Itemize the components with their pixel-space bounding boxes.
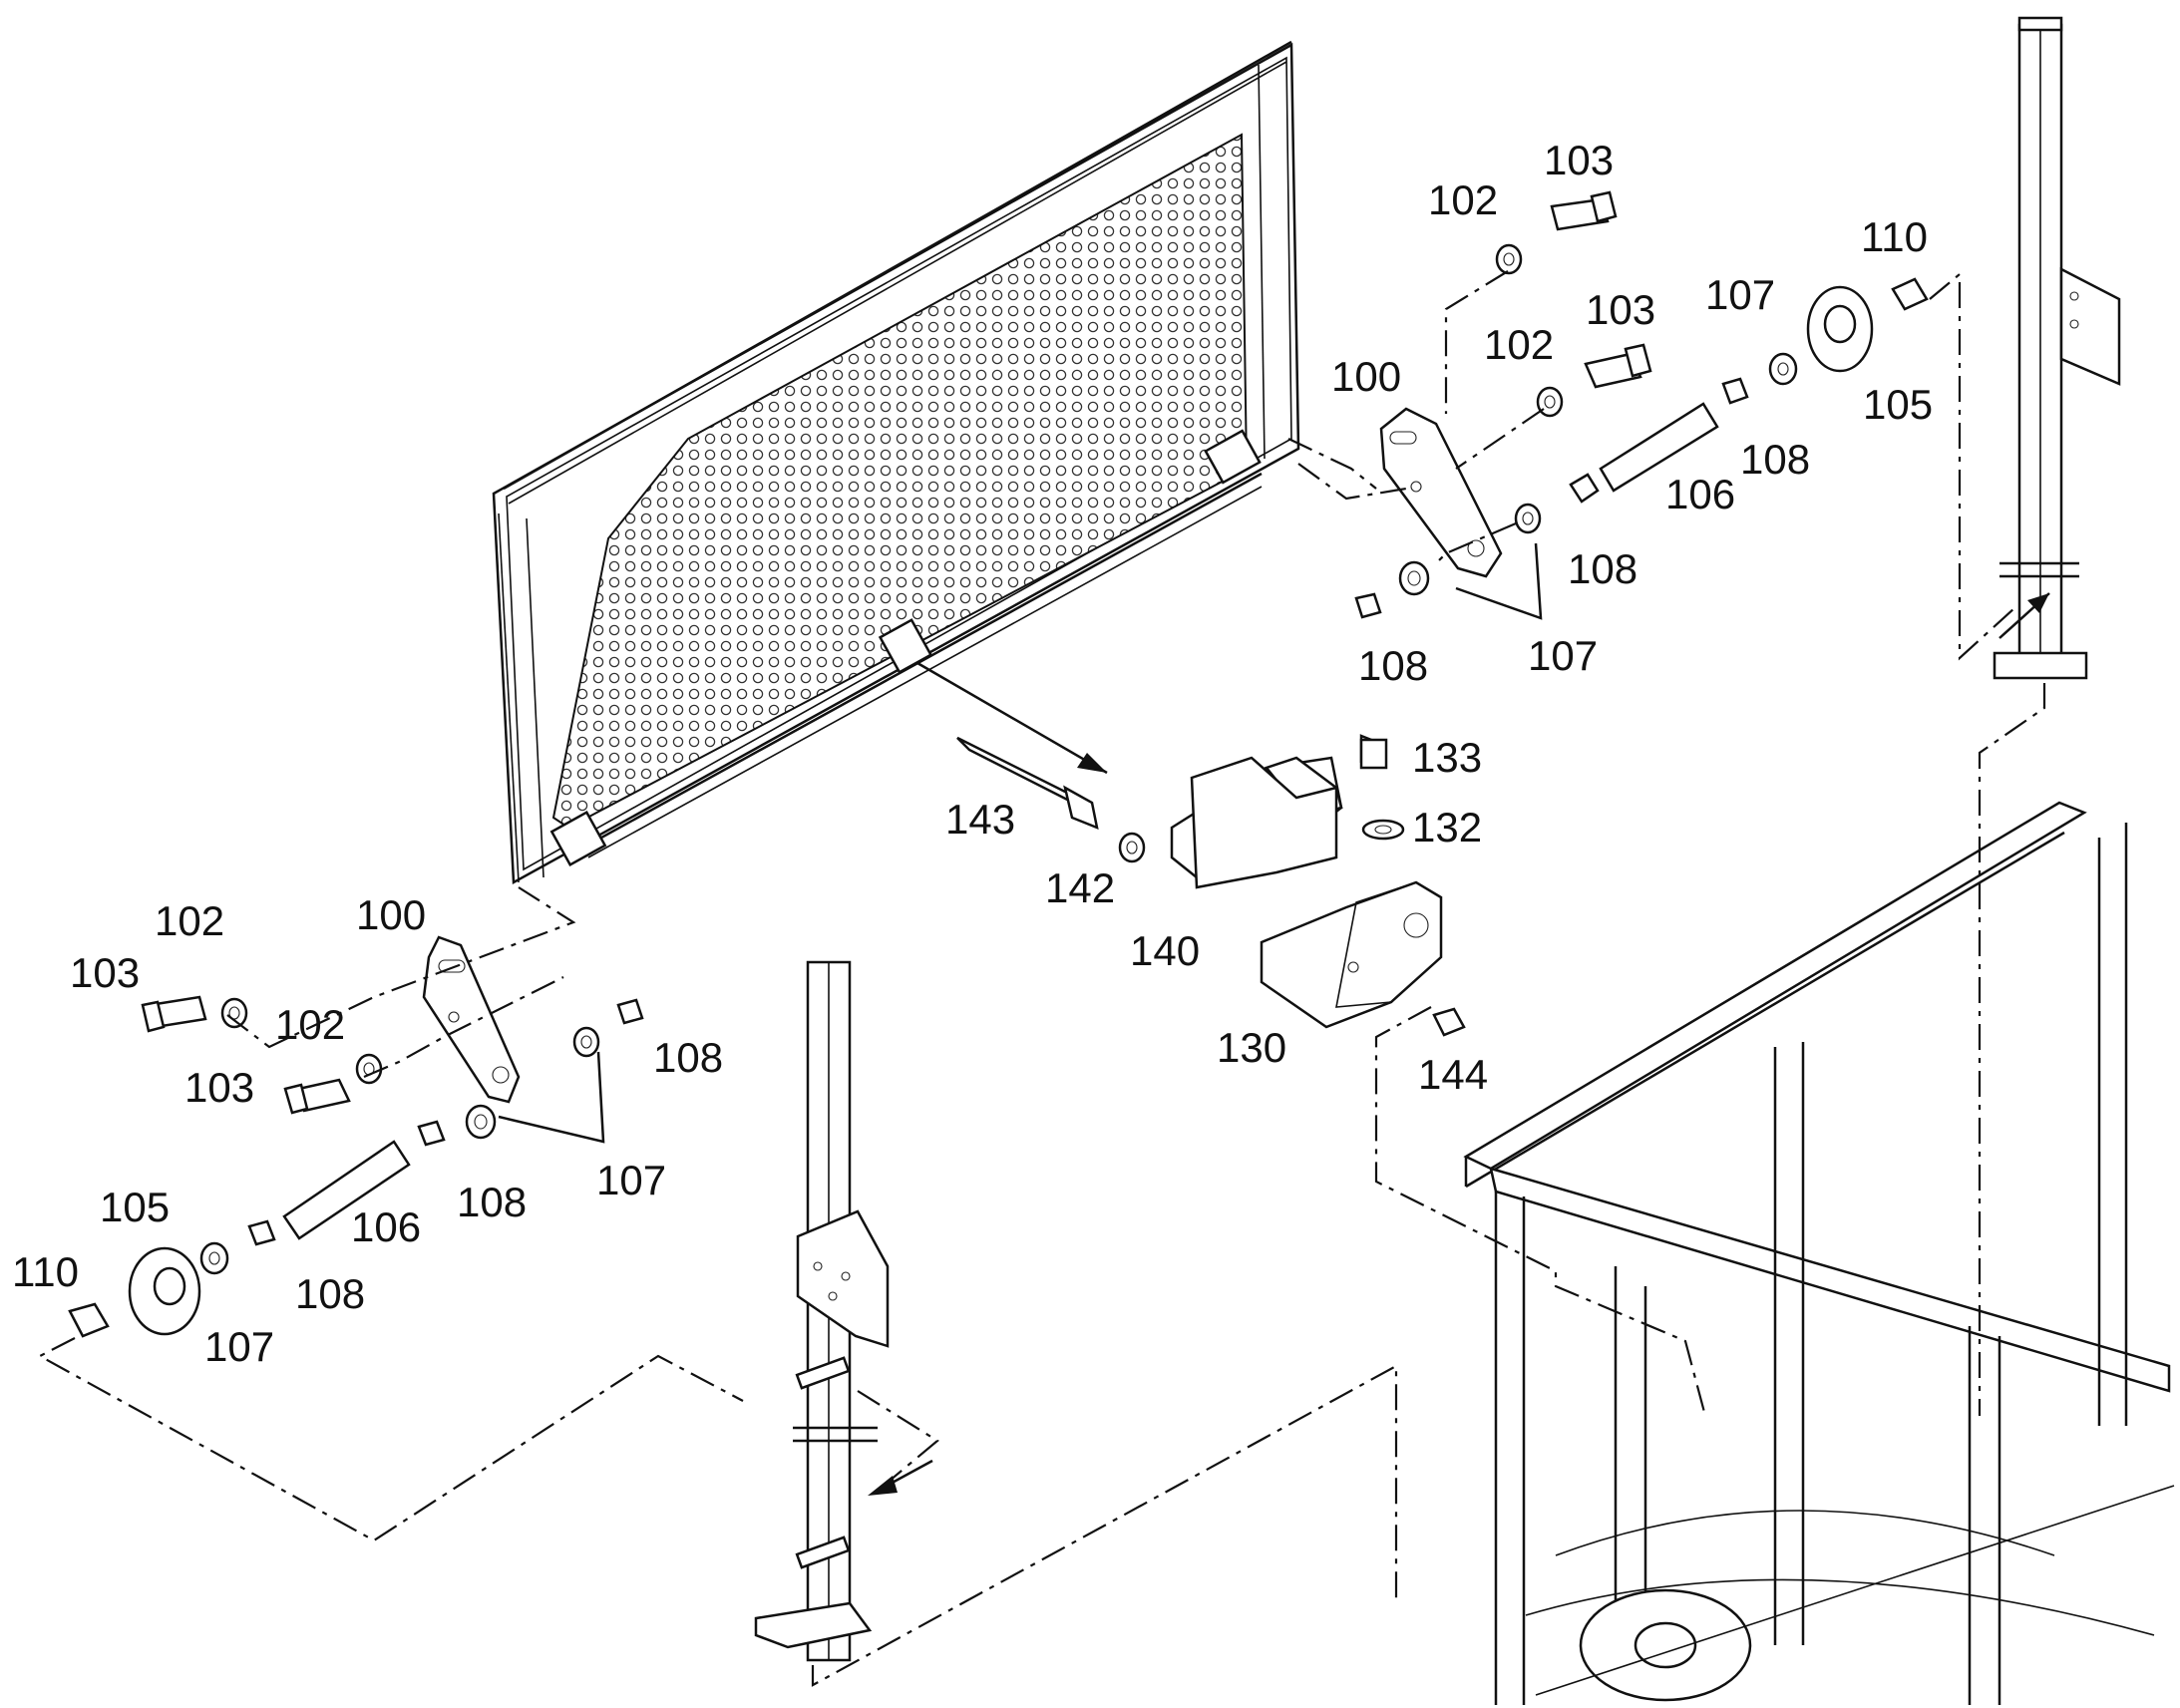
label-107: 107	[204, 1323, 274, 1370]
leader-lines	[37, 270, 2050, 1687]
label-107: 107	[596, 1157, 666, 1203]
center-bracket-group	[956, 734, 1466, 1037]
label-103: 103	[184, 1064, 254, 1111]
part-number-labels: 102 103 102 103 100 110 107 105 108 106 …	[12, 137, 1933, 1370]
label-107: 107	[1528, 632, 1598, 679]
label-142: 142	[1045, 864, 1115, 911]
label-106: 106	[351, 1203, 421, 1250]
label-105: 105	[1863, 381, 1933, 428]
label-103: 103	[70, 949, 140, 996]
machine-frame	[1463, 801, 2175, 1705]
label-143: 143	[945, 796, 1015, 843]
label-108: 108	[1568, 545, 1637, 592]
label-140: 140	[1130, 927, 1200, 974]
label-110: 110	[12, 1248, 79, 1295]
label-103: 103	[1586, 286, 1655, 333]
label-102: 102	[1484, 321, 1554, 368]
label-144: 144	[1418, 1051, 1488, 1098]
label-100: 100	[1331, 353, 1401, 400]
label-107: 107	[1705, 271, 1775, 318]
label-108: 108	[457, 1179, 527, 1225]
left-hardware-group	[68, 935, 644, 1338]
label-130: 130	[1217, 1024, 1286, 1071]
label-102: 102	[155, 897, 224, 944]
screen-panel	[492, 40, 1300, 885]
upright-post-left	[754, 960, 890, 1662]
label-105: 105	[100, 1184, 170, 1230]
upright-post-right	[1993, 16, 2121, 680]
label-132: 132	[1412, 804, 1482, 851]
label-100: 100	[356, 891, 426, 938]
label-108: 108	[295, 1270, 365, 1317]
label-102: 102	[1428, 176, 1498, 223]
label-133: 133	[1412, 734, 1482, 781]
label-106: 106	[1665, 471, 1735, 517]
label-103: 103	[1544, 137, 1614, 183]
label-102: 102	[275, 1001, 345, 1048]
label-108: 108	[653, 1034, 723, 1081]
label-108: 108	[1358, 642, 1428, 689]
right-hardware-group	[1354, 190, 1929, 619]
label-108: 108	[1740, 436, 1810, 483]
label-110: 110	[1861, 213, 1928, 260]
